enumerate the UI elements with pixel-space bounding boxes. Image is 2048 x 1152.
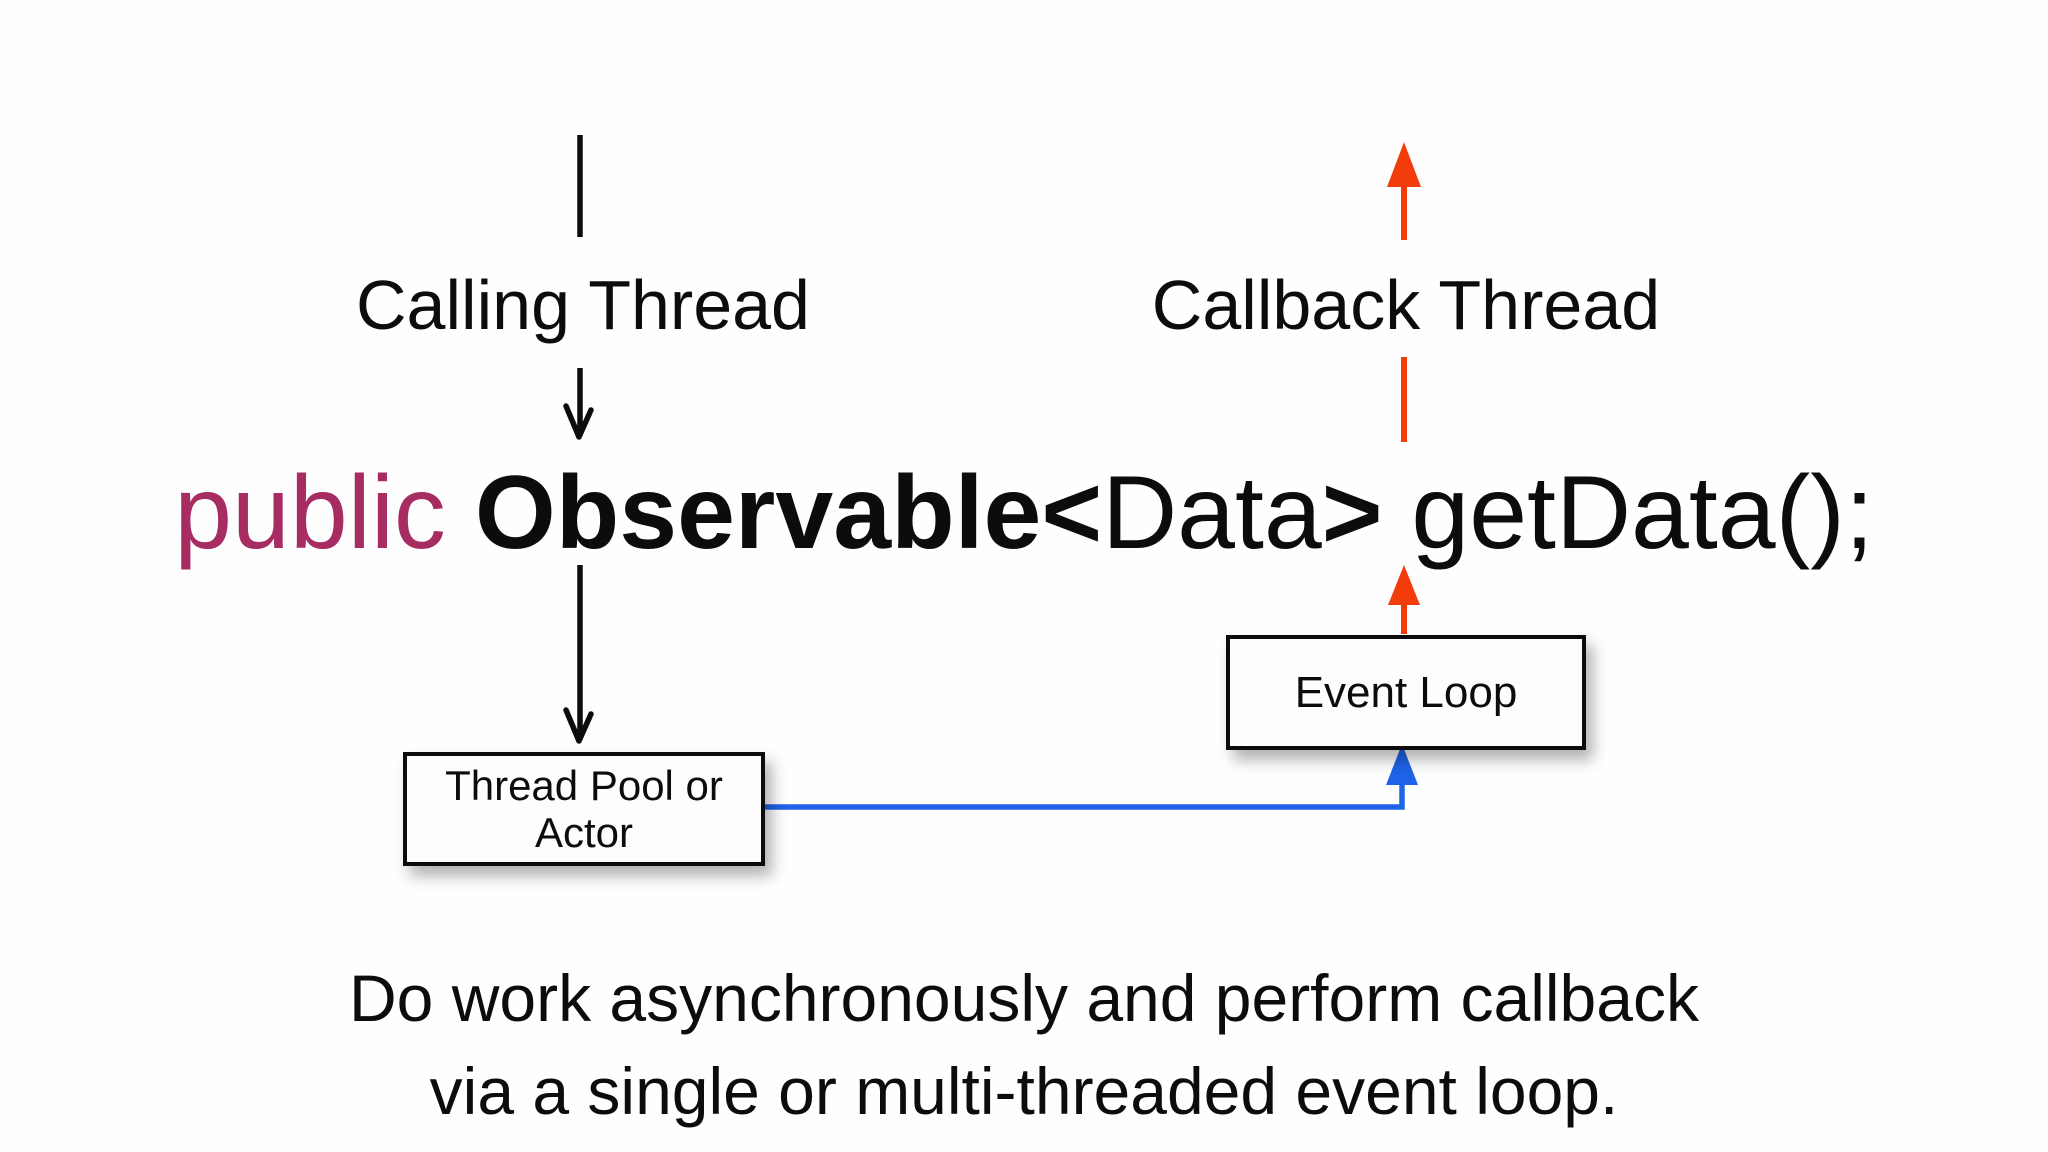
thread-pool-arrow-icon [563, 565, 594, 744]
caption-line1: Do work asynchronously and perform callb… [349, 961, 1699, 1035]
event-loop-box-label: Event Loop [1294, 667, 1518, 717]
thread-pool-box-line1: Thread Pool or [445, 762, 723, 809]
caption-line2: via a single or multi-threaded event loo… [429, 1054, 1619, 1128]
code-keyword-public: public [174, 455, 475, 571]
scheduler-connector-icon [757, 744, 1418, 810]
thread-pool-box-line2: Actor [534, 809, 634, 856]
event-loop-box: Event Loop [1226, 635, 1586, 750]
code-method-name: getData(); [1382, 455, 1874, 571]
code-observable-open: Observable< [474, 455, 1103, 571]
callback-thread-arrow-top-icon [1387, 142, 1421, 240]
event-loop-up-arrow-icon [1388, 565, 1420, 634]
method-signature: public Observable<Data> getData(); [0, 461, 2048, 565]
calling-thread-label: Calling Thread [356, 266, 810, 344]
code-type-param: Data [1102, 455, 1322, 571]
thread-pool-box: Thread Pool or Actor [403, 752, 765, 866]
caption: Do work asynchronously and perform callb… [0, 952, 2048, 1138]
calling-thread-arrow-icon [563, 368, 594, 440]
callback-thread-label: Callback Thread [1151, 266, 1661, 344]
code-close-bracket: > [1321, 455, 1383, 571]
